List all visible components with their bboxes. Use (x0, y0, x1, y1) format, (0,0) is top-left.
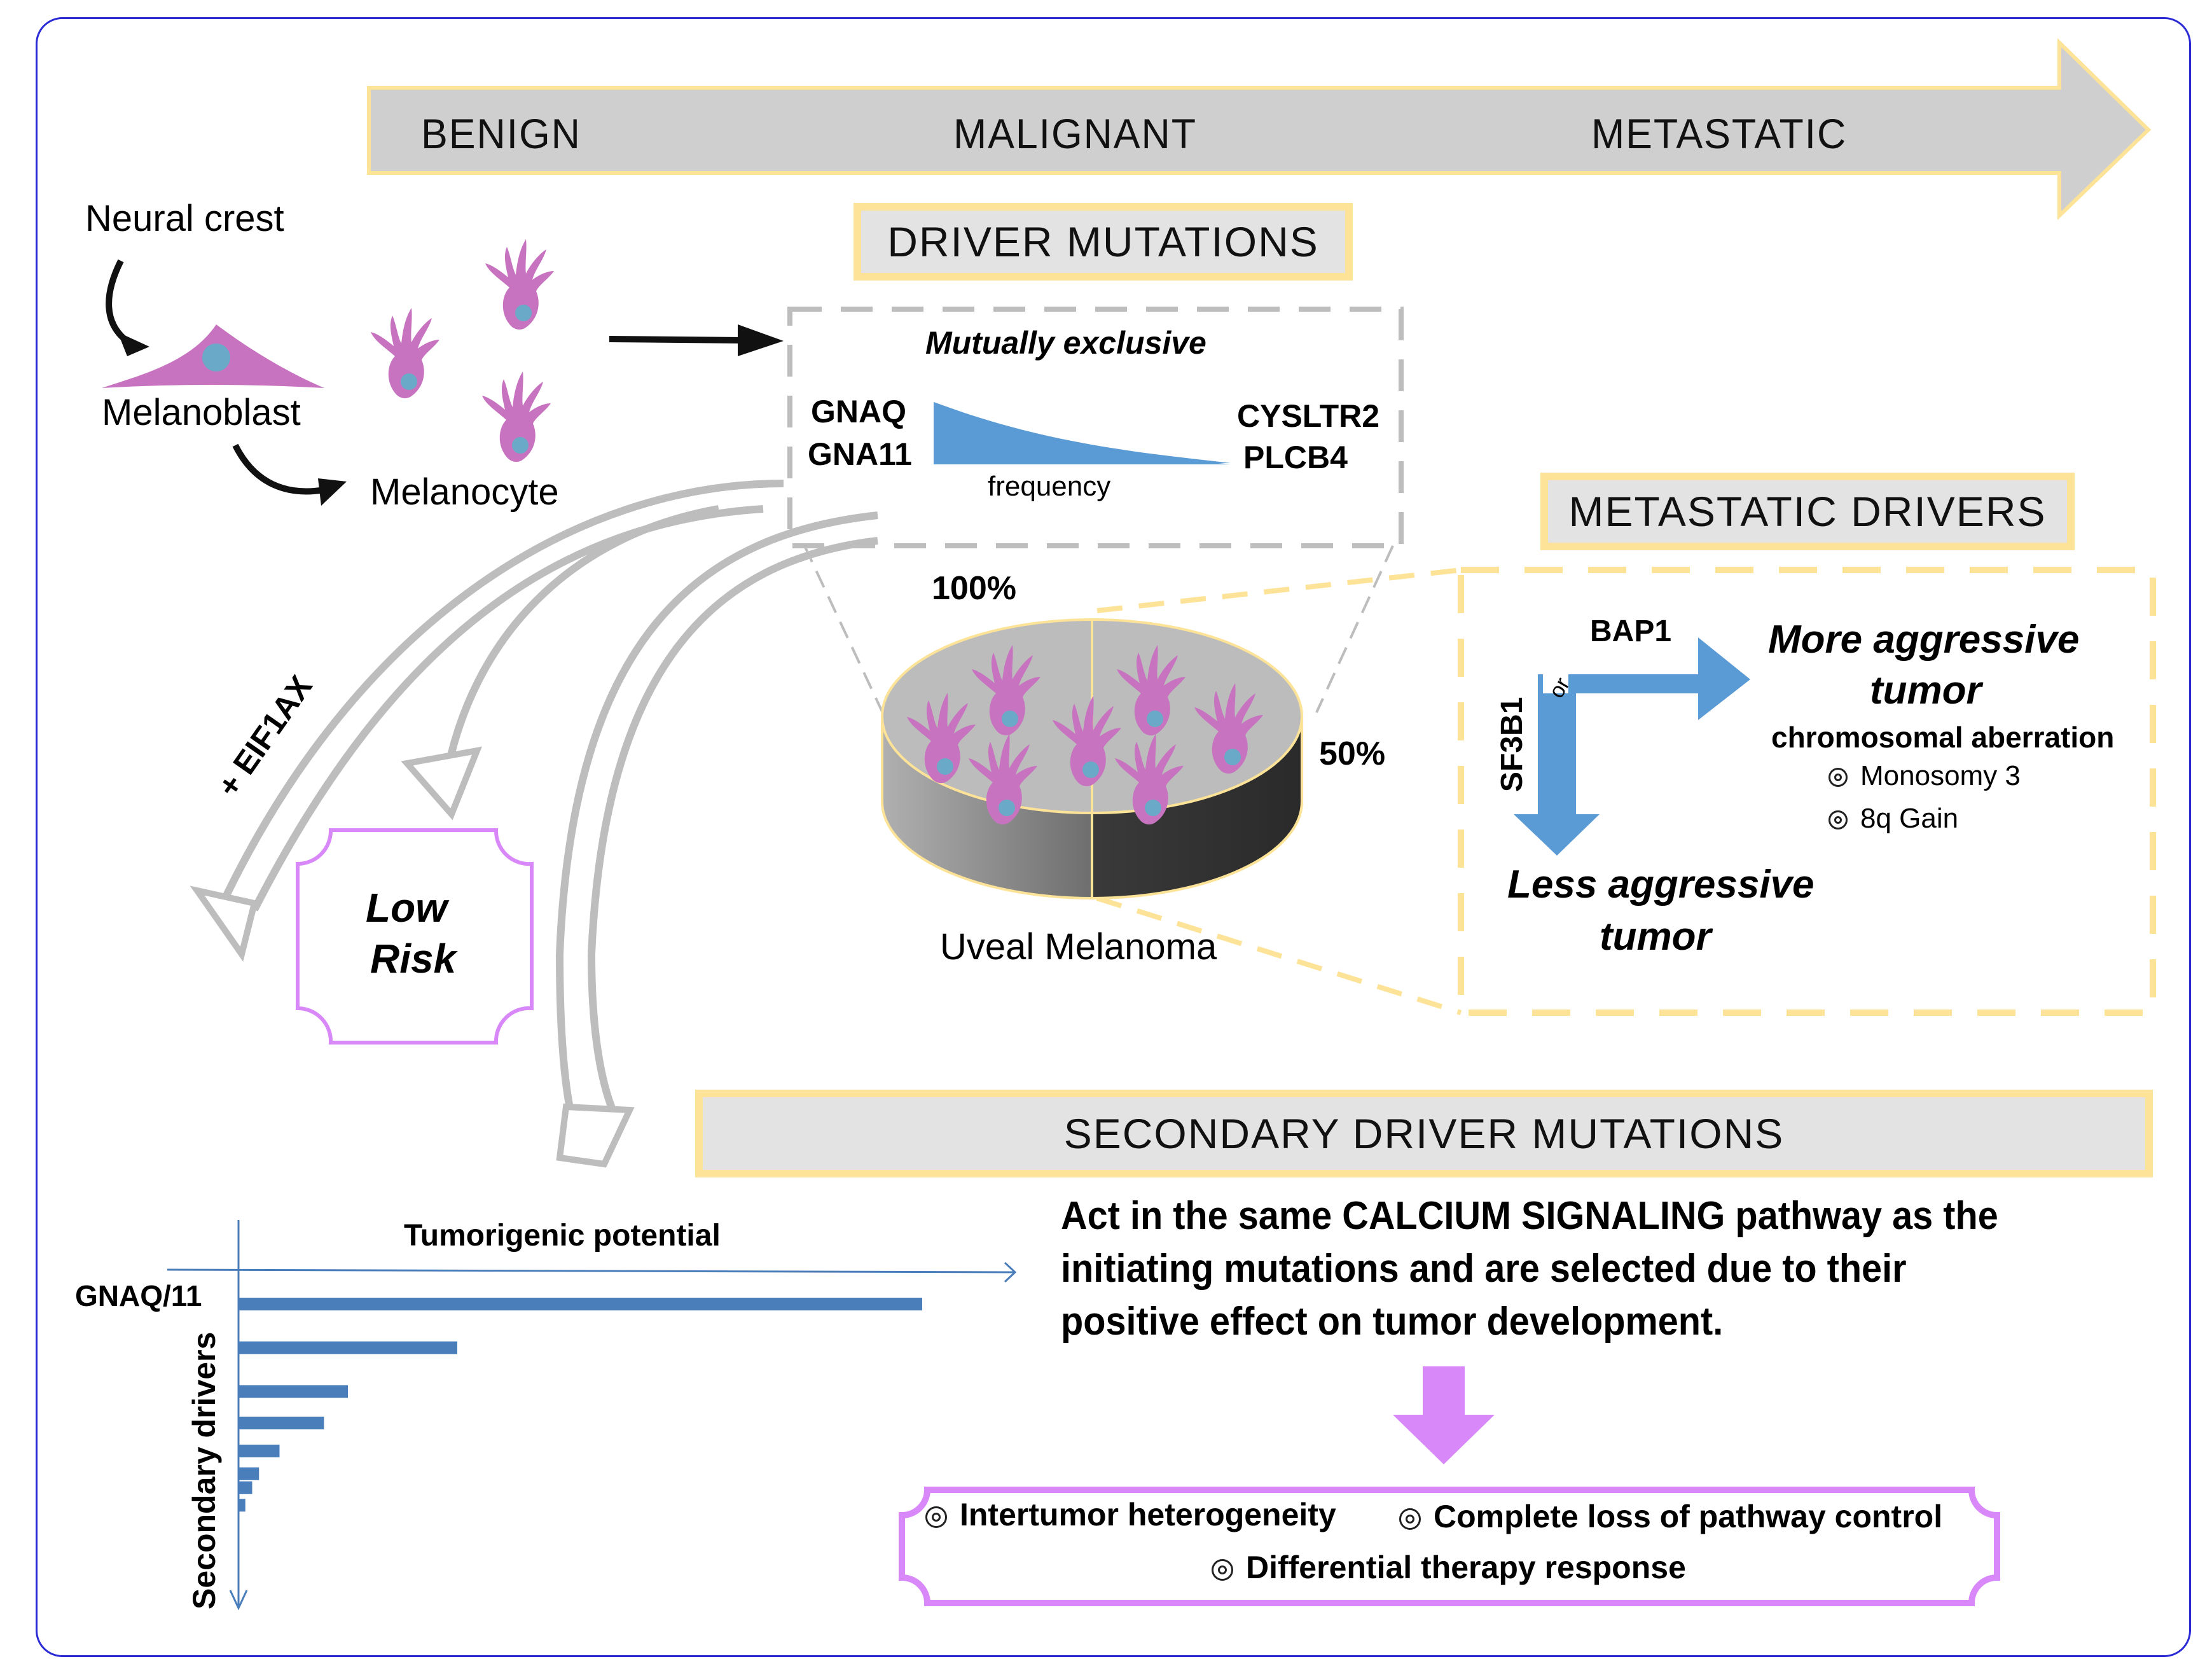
figure-frame (36, 17, 2191, 1657)
gene-bap1: BAP1 (1590, 614, 1672, 648)
melanoblast-arrow (232, 443, 325, 495)
uveal-melanoma-pie (881, 618, 1303, 899)
bullet-icon (1399, 1508, 1421, 1530)
frequency-label: frequency (988, 471, 1111, 502)
stage-malignant: MALIGNANT (953, 110, 1197, 157)
stage-arrow (367, 38, 2152, 221)
stage-metastatic: METASTATIC (1591, 110, 1848, 157)
bar-5 (238, 1467, 259, 1480)
less-aggressive-line1: Less aggressive (1507, 863, 1815, 906)
secondary-driver-title: SECONDARY DRIVER MUTATIONS (695, 1090, 2153, 1177)
more-aggressive-line2: tumor (1870, 669, 1982, 712)
bar-7 (238, 1499, 245, 1512)
bullet-icon (1828, 810, 1848, 830)
to-driver-arrow (609, 336, 745, 344)
x-axis (167, 1268, 1014, 1274)
gene-plcb4: PLCB4 (1243, 440, 1348, 475)
y-axis-label: Secondary drivers (186, 1331, 222, 1609)
neural-crest-arrow (106, 259, 132, 347)
bullet-icon (1212, 1558, 1233, 1581)
gene-gnaq: GNAQ (811, 394, 906, 429)
metastatic-drivers-title: METASTATIC DRIVERS (1540, 473, 2075, 550)
more-aggressive-line1: More aggressive (1768, 618, 2080, 662)
outcome-therapy-response: Differential therapy response (1212, 1549, 1686, 1586)
chromosomal-aberration-label: chromosomal aberration (1771, 721, 2115, 754)
secondary-description: Act in the same CALCIUM SIGNALING pathwa… (1061, 1194, 1998, 1343)
bar-6 (238, 1481, 252, 1494)
driver-mutations-title: DRIVER MUTATIONS (854, 203, 1353, 281)
low-risk-box (296, 828, 534, 1045)
gene-gna11: GNA11 (808, 436, 912, 472)
bar-label-gnaq11: GNAQ/11 (75, 1279, 202, 1312)
bullet-icon (925, 1506, 947, 1528)
driver-mutations-box (787, 307, 1404, 548)
neural-crest-label: Neural crest (85, 198, 284, 239)
less-aggressive-line2: tumor (1600, 915, 1711, 959)
stage-benign: BENIGN (421, 110, 581, 157)
bar-0 (238, 1298, 922, 1310)
bullet-icon (1828, 768, 1848, 788)
pct-50: 50% (1319, 735, 1386, 772)
bap1-sf3b1-arrow (1514, 637, 1750, 856)
bar-4 (238, 1445, 280, 1457)
gene-sf3b1: SF3B1 (1495, 697, 1529, 792)
progression-arrows (219, 480, 878, 1121)
outcome-loss-of-control: Complete loss of pathway control (1399, 1498, 1942, 1535)
uveal-melanoma-label: Uveal Melanoma (940, 926, 1217, 968)
outcomes-box (899, 1487, 2000, 1606)
metastatic-box (1458, 567, 2156, 1016)
melanocyte-label: Melanocyte (370, 471, 559, 513)
pct-100: 100% (932, 570, 1016, 607)
bar-1 (238, 1341, 457, 1354)
aberration-monosomy3: Monosomy 3 (1828, 760, 2021, 792)
low-risk-line2: Risk (370, 936, 457, 982)
chart-title: Tumorigenic potential (404, 1219, 721, 1253)
mutually-exclusive-label: Mutually exclusive (925, 325, 1206, 361)
bar-chart (167, 1220, 1017, 1611)
low-risk-line1: Low (366, 885, 447, 931)
bar-2 (238, 1385, 348, 1398)
aberration-8q-gain: 8q Gain (1828, 803, 1958, 835)
outcome-heterogeneity: Intertumor heterogeneity (925, 1496, 1336, 1533)
gene-cysltr2: CYSLTR2 (1237, 398, 1380, 434)
result-arrow (1393, 1366, 1495, 1464)
melanoblast-label: Melanoblast (102, 392, 301, 433)
bar-3 (238, 1417, 324, 1429)
